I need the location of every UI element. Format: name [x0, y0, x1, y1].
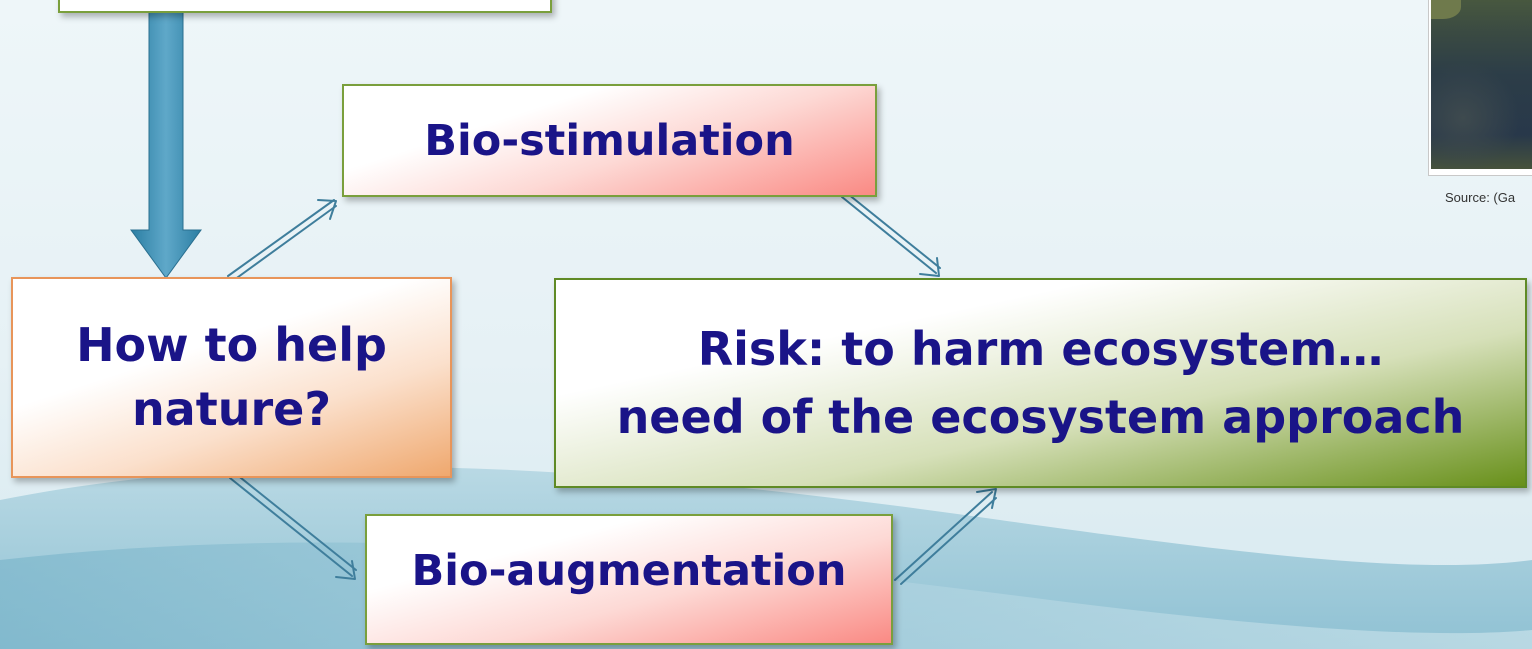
arrow-stimulation-to-risk [841, 193, 941, 277]
photo-rock [1431, 0, 1461, 19]
arrow-augmentation-to-risk [894, 488, 997, 585]
source-photo [1428, 0, 1532, 176]
top-box [58, 0, 552, 13]
bio-stimulation-box: Bio-stimulation [342, 84, 877, 197]
bio-stimulation-label: Bio-stimulation [424, 115, 795, 166]
how-to-help-line1: How to help [76, 318, 387, 373]
photo-source-caption: Source: (Ga [1445, 190, 1516, 205]
bio-augmentation-box: Bio-augmentation [365, 514, 893, 645]
arrow-help-to-stimulation [227, 199, 337, 281]
bio-augmentation-label: Bio-augmentation [411, 546, 847, 596]
down-arrow [130, 0, 202, 279]
risk-line2: need of the ecosystem approach [616, 390, 1465, 444]
how-to-help-line2: nature? [131, 381, 332, 436]
photo-image [1431, 0, 1532, 169]
arrow-help-to-augmentation [229, 473, 357, 580]
risk-box: Risk: to harm ecosystem… need of the eco… [554, 278, 1527, 488]
how-to-help-box: How to help nature? [11, 277, 452, 478]
risk-line1: Risk: to harm ecosystem… [697, 321, 1384, 376]
